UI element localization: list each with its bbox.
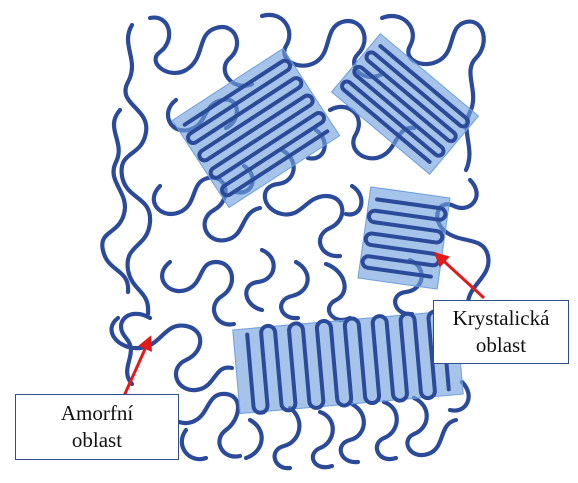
chain-segment xyxy=(346,186,361,214)
chain-segment xyxy=(150,18,252,86)
amorphous-label-line2: oblast xyxy=(16,427,178,454)
chain-segment xyxy=(102,110,128,292)
chain-segment xyxy=(407,398,456,455)
crystal-region-2 xyxy=(332,34,479,174)
chain-segment xyxy=(275,408,300,468)
amorphous-label-line1: Amorfní xyxy=(16,400,178,427)
chain-segment xyxy=(122,25,151,314)
crystalline-label-line1: Krystalická xyxy=(434,305,568,332)
chain-segment xyxy=(341,404,364,462)
chain-segment xyxy=(246,250,273,310)
crystal-region-4 xyxy=(233,309,464,414)
crystalline-region-label: Krystalická oblast xyxy=(433,300,569,364)
chain-segment xyxy=(162,262,234,324)
chain-segment xyxy=(313,412,333,467)
amorphous-region-label: Amorfní oblast xyxy=(15,394,179,460)
crystalline-arrow xyxy=(436,254,484,298)
chain-segment xyxy=(246,420,262,458)
chain-segment xyxy=(169,394,240,457)
chain-segment xyxy=(182,430,206,459)
chain-segment xyxy=(326,264,350,320)
chain-segment xyxy=(281,262,308,318)
chain-segment xyxy=(377,402,397,459)
crystalline-label-line2: oblast xyxy=(434,332,568,359)
crystal-region-3 xyxy=(358,187,450,289)
